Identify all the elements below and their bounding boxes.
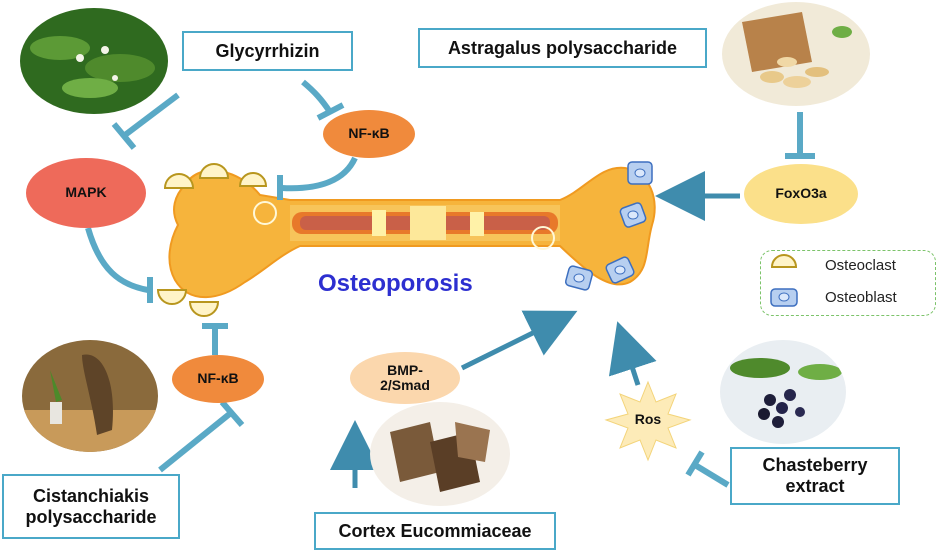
arrow-ros-bone [608,321,657,386]
nfkb-top-label: NF-κB [348,125,390,142]
astragalus-label: Astragalus polysaccharide [447,37,678,58]
eucommia-box: Cortex Eucommiaceae [314,512,556,550]
nfkb-bottom-label: NF-κB [197,370,239,387]
inhibit-bar-mapk [111,122,137,150]
foxo3a-label: FoxO3a [775,185,827,202]
eucommia-bark-photo [370,402,510,506]
chasteberry-photo [720,340,846,444]
inhibit-bar-nfkb-bottom [219,400,245,427]
legend-osteoclast-label: Osteoclast [825,257,896,274]
legend-osteoclast-icon [770,254,798,268]
chasteberry-box: Chasteberry extract [730,447,900,505]
mapk-node: MAPK [26,158,146,228]
foxo3a-node: FoxO3a [744,164,858,224]
cistanche-label-line1: Cistanchiakis [32,485,150,506]
bmp-node: BMP- 2/Smad [350,352,460,404]
inhibit-bar-ros [685,450,705,477]
bmp-label-line1: BMP- [387,361,423,378]
eucommia-label: Cortex Eucommiaceae [338,520,532,541]
mapk-label: MAPK [65,184,107,201]
cistanche-box: Cistanchiakis polysaccharide [2,474,180,539]
chasteberry-label-line1: Chasteberry [762,455,868,476]
osteoblast-cells [564,161,653,291]
inhibit-chasteberry-ros [693,462,730,488]
glycyrrhizin-label: Glycyrrhizin [215,40,320,61]
inhibit-cistanche-nfkb [158,409,234,473]
central-title: Osteoporosis [318,270,473,297]
cistanche-photo [22,340,158,452]
glycyrrhizin-box: Glycyrrhizin [182,31,353,71]
nfkb-top-node: NF-κB [323,110,415,158]
ros-node: Ros [624,408,672,432]
nfkb-bottom-node: NF-κB [172,355,264,403]
osteoclast-cells [156,163,268,317]
arrow-bmp-bone [460,310,578,371]
legend: Osteoclast Osteoblast [760,250,936,316]
glycyrrhizin-plant-photo [20,8,168,114]
inhibit-mapk-bone [85,227,149,293]
legend-osteoblast-label: Osteoblast [825,289,897,306]
ros-label: Ros [634,411,662,428]
cistanche-label-line2: polysaccharide [25,506,157,527]
astragalus-slices-photo [722,2,870,106]
inhibit-nfkb-bone [281,156,358,192]
inhibit-bar-nfkb-top [316,102,345,121]
bmp-label-line2: 2/Smad [380,377,430,393]
astragalus-box: Astragalus polysaccharide [418,28,707,68]
chasteberry-label-line2: extract [785,476,845,496]
inhibit-glycyrrhizin-mapk [123,92,180,138]
inhibit-glycyrrhizin-nfkb [301,79,333,114]
bone-illustration [156,161,656,317]
ros-starburst [604,380,692,462]
